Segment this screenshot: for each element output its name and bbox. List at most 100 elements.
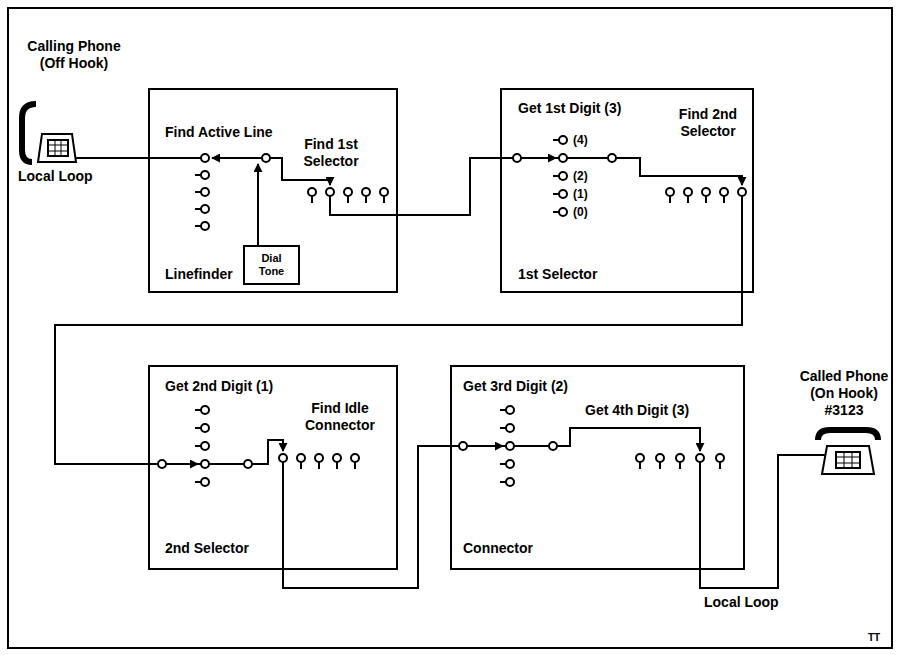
keypad [836, 452, 860, 468]
keypad [48, 140, 68, 156]
wiper [244, 460, 252, 468]
input-terminal [459, 442, 467, 450]
contact [333, 454, 341, 469]
wire-label: Local Loop [702, 594, 781, 611]
digit-terminal [500, 424, 514, 432]
digit-terminal [500, 406, 514, 414]
step-label: Find 1st Selector [291, 136, 371, 170]
wiper-arrow [212, 157, 262, 159]
telephone-icon [795, 430, 878, 474]
phone-caption: Called Phone (On Hook) #3123 [795, 368, 893, 419]
wire [282, 469, 284, 570]
contact [676, 454, 684, 469]
digit-label: (0) [573, 204, 588, 220]
telephone-icon [22, 104, 134, 162]
keypad-grid [836, 452, 860, 468]
contact [297, 454, 305, 469]
phone-caption: Calling Phone (Off Hook) [18, 38, 130, 72]
contact [702, 188, 710, 203]
trunk-wire [398, 158, 500, 215]
contact [380, 188, 388, 203]
phone-cord [76, 157, 134, 159]
contact [351, 454, 359, 469]
step-label: Get 1st Digit (3) [518, 100, 621, 117]
contact [716, 454, 724, 469]
wire [699, 469, 701, 570]
wiper [549, 442, 557, 450]
box-title: Dial Tone [252, 252, 292, 278]
line-terminal [195, 154, 209, 162]
frame [8, 8, 892, 648]
wire [330, 203, 398, 215]
trunk-wire [134, 157, 148, 159]
contact [696, 454, 704, 469]
box-title: 1st Selector [518, 266, 597, 283]
digit-terminal [553, 190, 567, 198]
wire [514, 445, 549, 447]
contact [666, 188, 674, 203]
line-terminal [195, 205, 209, 213]
digit-terminal [500, 478, 514, 486]
contact [720, 188, 728, 203]
step-label: Find Idle Connector [298, 400, 382, 434]
contact [362, 188, 370, 203]
dial-tone-box: Dial Tone [243, 245, 300, 285]
phone-station: Calling Phone (Off Hook) [14, 36, 134, 164]
handset [22, 104, 36, 162]
watermark: TT [866, 632, 882, 644]
switch-box: Get 2nd Digit (1) Find Idle Connector 2nd … [148, 365, 398, 570]
wiper-arrow [557, 428, 700, 451]
contact [315, 454, 323, 469]
dial-tone-arrow [257, 164, 259, 245]
digit-terminal [195, 442, 209, 450]
wire [567, 157, 608, 159]
input-terminal [158, 460, 166, 468]
digit-terminal [500, 460, 514, 468]
contact [738, 188, 746, 203]
digit-terminal [195, 406, 209, 414]
switch-box: Get 1st Digit (3)(4)(2)(1)(0)Find 2nd Se… [500, 88, 754, 293]
switch-wiring [148, 136, 746, 570]
contact [326, 188, 334, 203]
wiper-arrow [521, 157, 556, 159]
switch-box: Find Active LineFind 1st SelectorLinefin… [148, 88, 398, 293]
wiper-arrow [166, 463, 198, 465]
digit-terminal [553, 172, 567, 180]
phone-body [38, 134, 76, 162]
box-title: Connector [463, 540, 533, 557]
contact [344, 188, 352, 203]
trunk-wire [55, 293, 742, 464]
box-title: 2nd Selector [165, 540, 249, 557]
digit-terminal [553, 208, 567, 216]
line-terminal [195, 188, 209, 196]
digit-terminal [553, 136, 567, 144]
wiper-arrow [467, 445, 503, 447]
step-label: Find Active Line [165, 124, 273, 141]
wiper-arrow [252, 440, 283, 464]
digit-label: (4) [573, 132, 588, 148]
line-terminal [195, 171, 209, 179]
contact [684, 188, 692, 203]
wiper-arrow [616, 158, 742, 185]
wire [148, 157, 201, 159]
step-label: Get 4th Digit (3) [585, 402, 689, 419]
wiper [608, 154, 616, 162]
contact [279, 454, 287, 469]
contact [656, 454, 664, 469]
wiper [262, 154, 270, 162]
digit-label: (2) [573, 168, 588, 184]
wire [209, 463, 244, 465]
phone-cord [795, 454, 825, 456]
step-label: Find 2nd Selector [668, 106, 748, 140]
step-label: Get 3rd Digit (2) [463, 378, 568, 395]
contact [636, 454, 644, 469]
line-terminal [195, 222, 209, 230]
contact [308, 188, 316, 203]
input-terminal [513, 154, 521, 162]
handset [818, 430, 878, 440]
phone-body [822, 446, 874, 474]
step-label: Get 2nd Digit (1) [165, 378, 273, 395]
digit-terminal [195, 424, 209, 432]
box-title: Linefinder [165, 266, 233, 283]
